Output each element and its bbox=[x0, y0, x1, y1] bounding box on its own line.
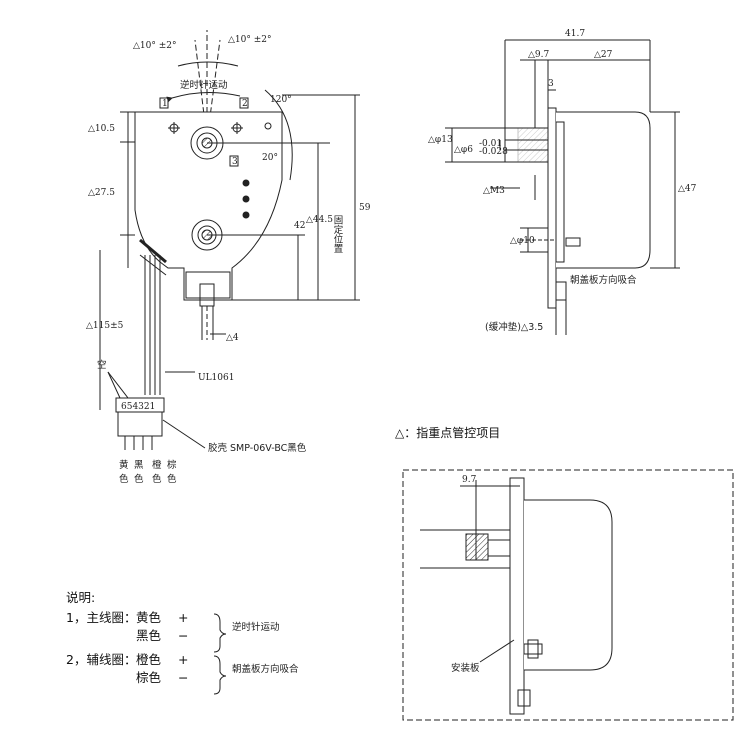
dim-59-label: 59 bbox=[359, 203, 371, 213]
housing-spec-label: 胶壳 SMP-06V-BC黑色 bbox=[208, 442, 307, 454]
dim-m3-label: △M3 bbox=[483, 186, 505, 196]
dim-47-label: △47 bbox=[678, 184, 697, 194]
notes-line2-color1: 橙色 bbox=[136, 652, 162, 667]
detail-dim-9-7-label: 9.7 bbox=[462, 475, 477, 485]
cushion-label: (缓冲垫)△3.5 bbox=[485, 321, 543, 333]
wire-color-4-a: 棕 bbox=[167, 459, 177, 471]
dim-27-5-label: △27.5 bbox=[88, 188, 115, 198]
wire-color-3-b: 色 bbox=[152, 473, 162, 485]
dim-27-label: △27 bbox=[594, 50, 613, 60]
position-2-label: 2 bbox=[242, 99, 248, 109]
notes-line1-prefix: 1，主线圈： bbox=[66, 610, 137, 625]
dim-4-label: △4 bbox=[226, 333, 239, 343]
dim-9-7-label: △9.7 bbox=[528, 50, 550, 60]
angle-20-label: 20° bbox=[262, 153, 278, 163]
wire-color-2-b: 色 bbox=[134, 473, 144, 485]
front-view-labels: △10° ±2° △10° ±2° 逆时针运动 120° 20° 1 2 3 △… bbox=[86, 35, 371, 485]
tolerance-upper: -0.01 bbox=[479, 139, 502, 149]
notes-title: 说明: bbox=[66, 590, 96, 605]
position-1-label: 1 bbox=[162, 99, 168, 109]
notes-line2-prefix: 2，辅线圈： bbox=[66, 652, 137, 667]
notes-braces bbox=[213, 613, 227, 695]
notes-line2-description: 朝盖板方向吸合 bbox=[232, 664, 299, 675]
notes-line1-description: 逆时针运动 bbox=[232, 622, 280, 633]
wire-spec-label: UL1061 bbox=[198, 373, 234, 383]
detail-view bbox=[402, 469, 734, 721]
pin-numbers-label: 654321 bbox=[121, 402, 155, 412]
dim-42-label: 42 bbox=[294, 221, 305, 231]
key-note: △：指重点管控项目 bbox=[395, 425, 500, 440]
tolerance-lower: -0.028 bbox=[479, 147, 508, 157]
side-view-labels: 41.7 △9.7 △27 3 △φ13 △φ6 -0.01 -0.028 △M… bbox=[428, 29, 697, 333]
fixed-position-label: 固定位置 bbox=[332, 215, 344, 253]
wire-color-4-b: 色 bbox=[167, 473, 177, 485]
detail-view-labels: 9.7 安装板 bbox=[451, 475, 480, 674]
suction-direction-label: 朝盖板方向吸合 bbox=[570, 274, 637, 286]
wire-color-1-b: 色 bbox=[119, 473, 129, 485]
mount-plate-label: 安装板 bbox=[451, 662, 480, 674]
dim-44-5-label: △44.5 bbox=[306, 215, 333, 225]
notes-line1-color1: 黄色 bbox=[136, 610, 162, 625]
rotation-label: 逆时针运动 bbox=[180, 79, 228, 91]
notes-line1-sign2: − bbox=[178, 628, 189, 643]
dim-phi13-label: △φ13 bbox=[428, 135, 453, 145]
dim-10-5-label: △10.5 bbox=[88, 124, 115, 134]
position-3-label: 3 bbox=[232, 157, 238, 167]
dim-phi10-label: △φ10 bbox=[510, 236, 535, 246]
dim-41-7-label: 41.7 bbox=[565, 29, 585, 39]
angle-right-label: △10° ±2° bbox=[228, 35, 272, 45]
wire-color-2-a: 黑 bbox=[134, 460, 144, 471]
wire-color-1-a: 黄 bbox=[119, 459, 129, 471]
angle-120-label: 120° bbox=[270, 95, 292, 105]
empty-label: 空 bbox=[97, 359, 107, 371]
notes-line1-sign1: + bbox=[178, 610, 189, 625]
front-view bbox=[99, 30, 360, 450]
notes-line2-sign2: − bbox=[178, 670, 189, 685]
side-view bbox=[445, 39, 680, 335]
notes-line2-color2: 棕色 bbox=[136, 670, 162, 685]
notes-line1-color2: 黑色 bbox=[136, 628, 162, 643]
dim-phi6-label: △φ6 bbox=[454, 145, 473, 155]
dim-115-label: △115±5 bbox=[86, 321, 124, 331]
wire-color-3-a: 橙 bbox=[152, 459, 162, 471]
angle-left-label: △10° ±2° bbox=[133, 41, 177, 51]
notes-line2-sign1: + bbox=[178, 652, 189, 667]
dim-3-label: 3 bbox=[548, 79, 554, 89]
